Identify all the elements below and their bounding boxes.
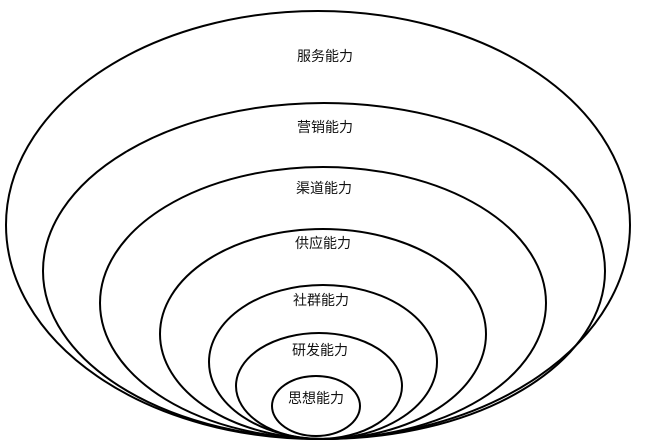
layer-rd-label: 研发能力 <box>292 343 348 359</box>
layer-service-label: 服务能力 <box>297 49 353 65</box>
layer-rd-ring <box>235 332 403 440</box>
layer-marketing-label: 营销能力 <box>297 120 353 136</box>
layer-thought: 思想能力 <box>271 375 361 437</box>
layer-supply-label: 供应能力 <box>295 235 351 252</box>
layer-community: 社群能力 <box>208 284 438 440</box>
layer-community-label: 社群能力 <box>293 293 349 309</box>
layer-service: 服务能力 <box>5 10 631 440</box>
layer-channel-label: 渠道能力 <box>296 181 352 197</box>
layer-thought-ring <box>271 375 361 437</box>
layer-thought-label: 思想能力 <box>288 391 344 407</box>
layer-service-ring <box>5 10 631 440</box>
layer-rd: 研发能力 <box>235 332 403 440</box>
